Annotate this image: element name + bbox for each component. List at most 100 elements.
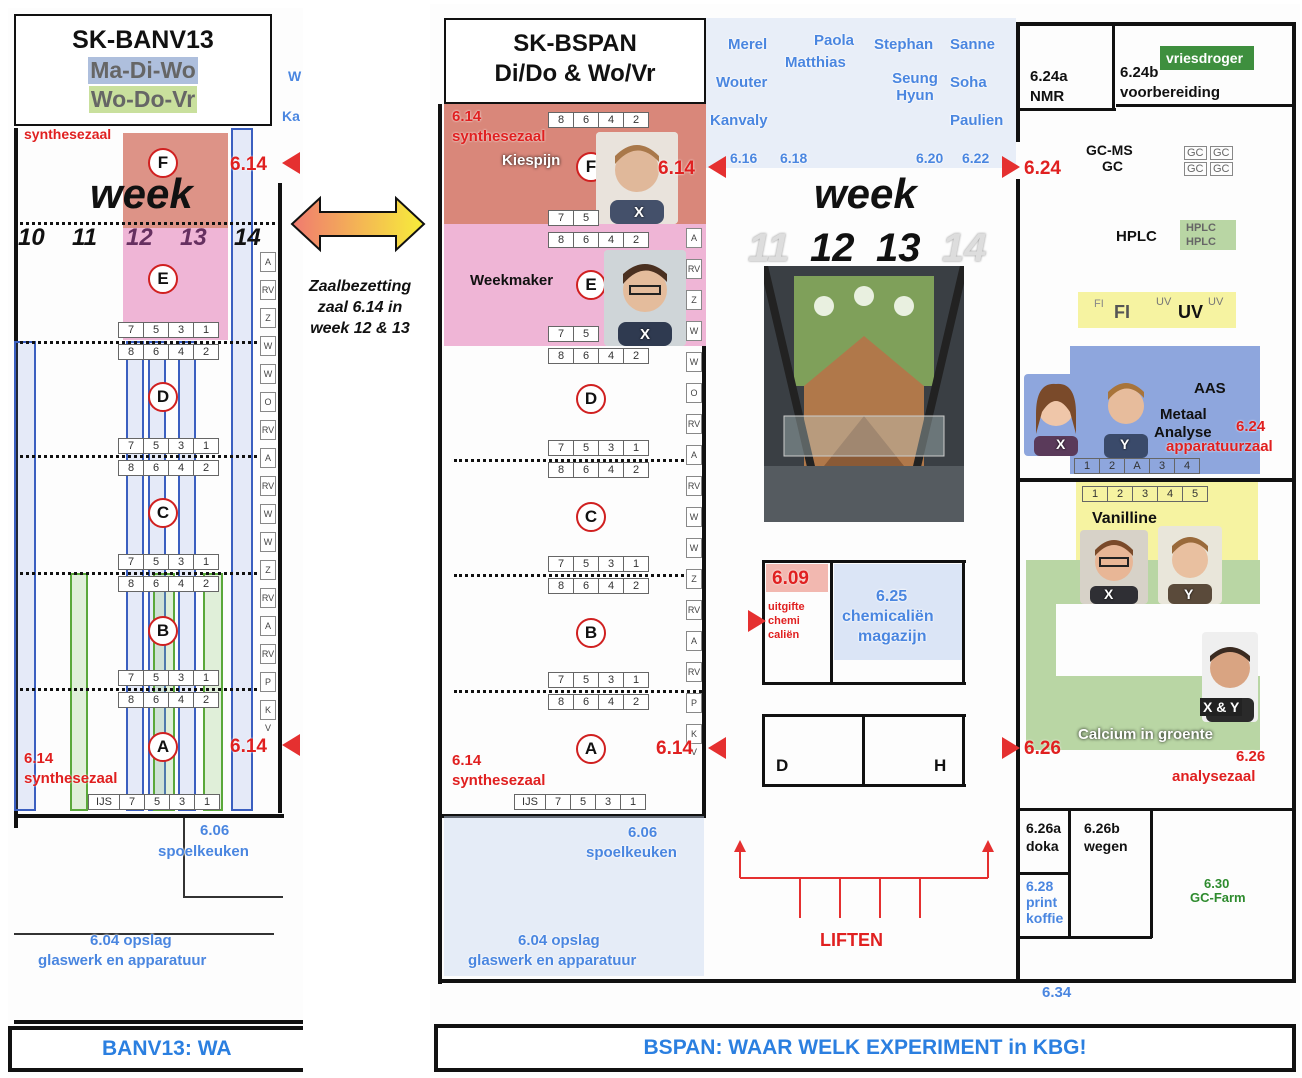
office-name: Stephan <box>874 36 934 53</box>
side-equipment-label: O <box>260 392 276 412</box>
bench-number: 3 <box>1149 458 1175 474</box>
side-equipment-label: W <box>260 504 276 524</box>
side-equipment-label: W <box>686 538 702 558</box>
side-equipment-label: A <box>686 445 702 465</box>
bench-number: 2 <box>623 578 649 594</box>
bench-number: 7 <box>548 210 574 226</box>
x-label: X <box>1104 586 1114 602</box>
bench-number: 8 <box>548 694 574 710</box>
bench-number: 7 <box>119 794 145 810</box>
equipment-label: GC <box>1184 162 1207 176</box>
side-equipment-label: RV <box>686 259 702 279</box>
wall <box>1150 810 1153 938</box>
side-equipment-label: W <box>686 507 702 527</box>
room-number: 6.30 <box>1204 876 1230 891</box>
bench-number: 7 <box>118 438 144 454</box>
bench-number: 5 <box>570 794 596 810</box>
bench-number: 4 <box>598 232 624 248</box>
bench-label: IJS <box>514 794 546 810</box>
left-title: SK-BANV13 <box>72 26 214 54</box>
equipment-label: UV <box>1178 302 1204 322</box>
week-number: 12 <box>126 224 153 251</box>
side-equipment-label: W <box>260 364 276 384</box>
side-equipment-label: RV <box>260 644 276 664</box>
bench-number: 2 <box>193 576 219 592</box>
xy-label: X & Y <box>1200 698 1243 716</box>
room-number: 6.14 <box>452 108 482 125</box>
equipment-label: GC <box>1210 162 1233 176</box>
room-number: 6.14 <box>452 752 482 769</box>
bench-number: 5 <box>573 210 599 226</box>
office-name: Merel <box>728 36 768 53</box>
bench-number: 2 <box>193 344 219 360</box>
right-subtitle: Di/Do & Wo/Vr <box>494 60 656 87</box>
side-equipment-label: A <box>260 616 276 636</box>
bench-number: 1 <box>193 554 219 570</box>
side-equipment-label: W <box>260 336 276 356</box>
bench-number: 6 <box>143 692 169 708</box>
equipment-label: UV <box>1208 296 1224 308</box>
week-number: 12 <box>810 226 855 270</box>
side-equipment-label: Z <box>686 290 702 310</box>
entrance-arrow-icon <box>282 734 300 756</box>
bench-number: 8 <box>548 462 574 478</box>
bench-number: 4 <box>598 348 624 364</box>
divider-line <box>20 222 275 225</box>
wall <box>1016 872 1070 875</box>
bench-number: 2 <box>623 112 649 128</box>
room-number: 6.24b <box>1120 64 1159 81</box>
bench-number: 3 <box>168 322 194 338</box>
bench-number: 6 <box>573 462 599 478</box>
room-number: 6.14 <box>230 736 267 757</box>
spoelkeuken-fill <box>444 816 704 976</box>
side-equipment-label: K V <box>686 724 702 757</box>
zone-c-marker: C <box>148 498 178 528</box>
room-name: chemicaliën <box>842 608 934 625</box>
room-name: synthesezaal <box>24 770 118 787</box>
room-number: 6.16 <box>730 150 758 166</box>
group-label: Vanilline <box>1092 510 1157 527</box>
wall <box>1070 936 1152 939</box>
week-number: 11 <box>748 226 790 270</box>
person-name: Weekmaker <box>470 272 554 289</box>
entrance-arrow-icon <box>708 156 726 178</box>
bench-number: 8 <box>118 344 144 360</box>
bench-number: 4 <box>598 462 624 478</box>
bench-number: 8 <box>548 348 574 364</box>
bench-number: 8 <box>118 460 144 476</box>
bench-number: 3 <box>598 440 624 456</box>
bench-number: 5 <box>143 438 169 454</box>
portrait-metaal-x <box>1024 374 1088 456</box>
bench-number: 4 <box>168 576 194 592</box>
bench-number: 6 <box>573 348 599 364</box>
side-equipment-label: RV <box>260 420 276 440</box>
equipment-label: HPLC <box>1116 228 1157 245</box>
wall <box>1116 104 1292 107</box>
wall <box>1016 108 1116 111</box>
office-name: Soha <box>950 74 987 91</box>
room-number: 6.22 <box>962 150 990 166</box>
room-name: glaswerk en apparatuur <box>468 952 637 969</box>
room-number: 6.26a <box>1026 820 1062 836</box>
side-label: Ka <box>282 108 300 124</box>
schedule-bar <box>231 128 253 811</box>
bench-number: 1 <box>1074 458 1100 474</box>
room-name: NMR <box>1030 88 1065 105</box>
bench-number: 6 <box>573 578 599 594</box>
zone-f-fill <box>123 133 228 228</box>
bench-number: 5 <box>573 672 599 688</box>
bench-number: 7 <box>548 556 574 572</box>
side-equipment-label: RV <box>260 476 276 496</box>
side-equipment-label: W <box>260 532 276 552</box>
room-number: 6.26 <box>1236 748 1266 765</box>
bench-number: 1 <box>193 670 219 686</box>
side-equipment-label: W <box>686 352 702 372</box>
